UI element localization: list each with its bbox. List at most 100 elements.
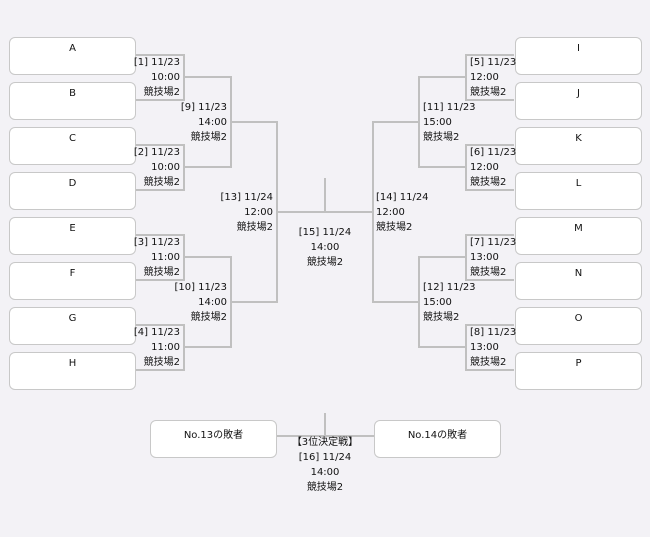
match-id-date: [12] 11/23 — [423, 280, 476, 295]
match-time: 14:00 — [181, 115, 227, 130]
match-venue: 競技場2 — [143, 177, 180, 188]
match-venue: 競技場2 — [134, 85, 180, 100]
match-date: 11/23 — [151, 147, 180, 158]
match-id: [8] — [470, 327, 485, 338]
match-time: 13:00 — [470, 340, 516, 355]
match-time: 11:00 — [134, 340, 180, 355]
match-date: 11/23 — [487, 327, 517, 338]
match-venue: 競技場2 — [470, 85, 516, 100]
match-venue: 競技場2 — [236, 222, 273, 233]
match-date: 11/23 — [151, 327, 180, 338]
match-id: [7] — [470, 237, 485, 248]
match-id-date: [11] 11/23 — [423, 100, 476, 115]
team-box: K — [515, 127, 642, 165]
match-time: 15:00 — [423, 297, 452, 308]
match-venue: 競技場2 — [134, 175, 180, 190]
team-box: J — [515, 82, 642, 120]
match-id: [15] — [298, 227, 320, 238]
match-id-date: [4] 11/23 — [134, 325, 180, 340]
match-title: 【3位決定戦】 — [291, 437, 359, 448]
match-time: 14:00 — [198, 117, 227, 128]
match-date: 11/23 — [487, 147, 517, 158]
match-time: 12:00 — [244, 207, 273, 218]
match-venue: 競技場2 — [470, 175, 516, 190]
match-label-m10: [10] 11/23 14:00 競技場2 — [174, 280, 227, 325]
match-date: 11/24 — [244, 192, 273, 203]
match-id-date: [3] 11/23 — [134, 235, 180, 250]
match-label-m2: [2] 11/23 10:00 競技場2 — [134, 145, 180, 190]
match-time: 14:00 — [198, 297, 227, 308]
match-id: [16] — [298, 452, 320, 463]
team-box: N — [515, 262, 642, 300]
match-time: 15:00 — [423, 117, 452, 128]
match-venue: 競技場2 — [423, 132, 460, 143]
match-id: [3] — [133, 237, 148, 248]
match-time: 14:00 — [310, 467, 340, 478]
team-name: J — [577, 88, 580, 99]
match-label-m12: [12] 11/23 15:00 競技場2 — [423, 280, 476, 325]
match-venue: 競技場2 — [174, 310, 227, 325]
team-box: I — [515, 37, 642, 75]
match-venue: 競技場2 — [423, 130, 476, 145]
team-box: C — [9, 127, 136, 165]
match-time: 15:00 — [423, 295, 476, 310]
match-time: 12:00 — [470, 72, 499, 83]
match-date: 11/23 — [487, 57, 517, 68]
match-id: [4] — [133, 327, 148, 338]
match-title: 【3位決定戦】 — [265, 435, 385, 450]
match-venue: 競技場2 — [134, 265, 180, 280]
match-id-date: [6] 11/23 — [470, 145, 516, 160]
match-time: 13:00 — [470, 250, 516, 265]
match-venue: 競技場2 — [306, 482, 344, 493]
match-date: 11/23 — [151, 57, 180, 68]
match-time: 10:00 — [134, 70, 180, 85]
match-time: 10:00 — [134, 160, 180, 175]
match-venue: 競技場2 — [143, 87, 180, 98]
match-time: 12:00 — [376, 207, 405, 218]
team-name: M — [574, 223, 583, 234]
match-id-date: [5] 11/23 — [470, 55, 516, 70]
team-name: F — [69, 268, 76, 279]
match-label-m16: 【3位決定戦】 [16] 11/24 14:00 競技場2 — [265, 435, 385, 495]
team-name: P — [575, 358, 582, 369]
match-venue: 競技場2 — [306, 257, 344, 268]
match-venue: 競技場2 — [470, 357, 507, 368]
match-time: 10:00 — [151, 162, 180, 173]
team-box: A — [9, 37, 136, 75]
team-name: K — [575, 133, 582, 144]
match-id-date: [16] 11/24 — [265, 450, 385, 465]
match-date: 11/23 — [446, 282, 476, 293]
match-venue: 競技場2 — [423, 312, 460, 323]
match-time: 14:00 — [174, 295, 227, 310]
match-time: 13:00 — [470, 252, 499, 263]
match-venue: 競技場2 — [134, 355, 180, 370]
match-venue: 競技場2 — [143, 357, 180, 368]
match-id-date: [2] 11/23 — [134, 145, 180, 160]
match-id: [10] — [174, 282, 195, 293]
team-name: I — [577, 43, 580, 54]
match-id: [14] — [376, 192, 397, 203]
match-id-date: [8] 11/23 — [470, 325, 516, 340]
match-id: [9] — [180, 102, 195, 113]
match-venue: 競技場2 — [470, 267, 507, 278]
match-id-date: [10] 11/23 — [174, 280, 227, 295]
match-id: [5] — [470, 57, 485, 68]
match-venue: 競技場2 — [181, 130, 227, 145]
match-label-m11: [11] 11/23 15:00 競技場2 — [423, 100, 476, 145]
match-venue: 競技場2 — [470, 87, 507, 98]
team-box: P — [515, 352, 642, 390]
match-date: 11/24 — [322, 452, 352, 463]
third-place-box: No.14の敗者 — [374, 420, 501, 458]
team-name: No.14の敗者 — [407, 430, 468, 441]
match-time: 14:00 — [265, 240, 385, 255]
match-id-date: [15] 11/24 — [265, 225, 385, 240]
